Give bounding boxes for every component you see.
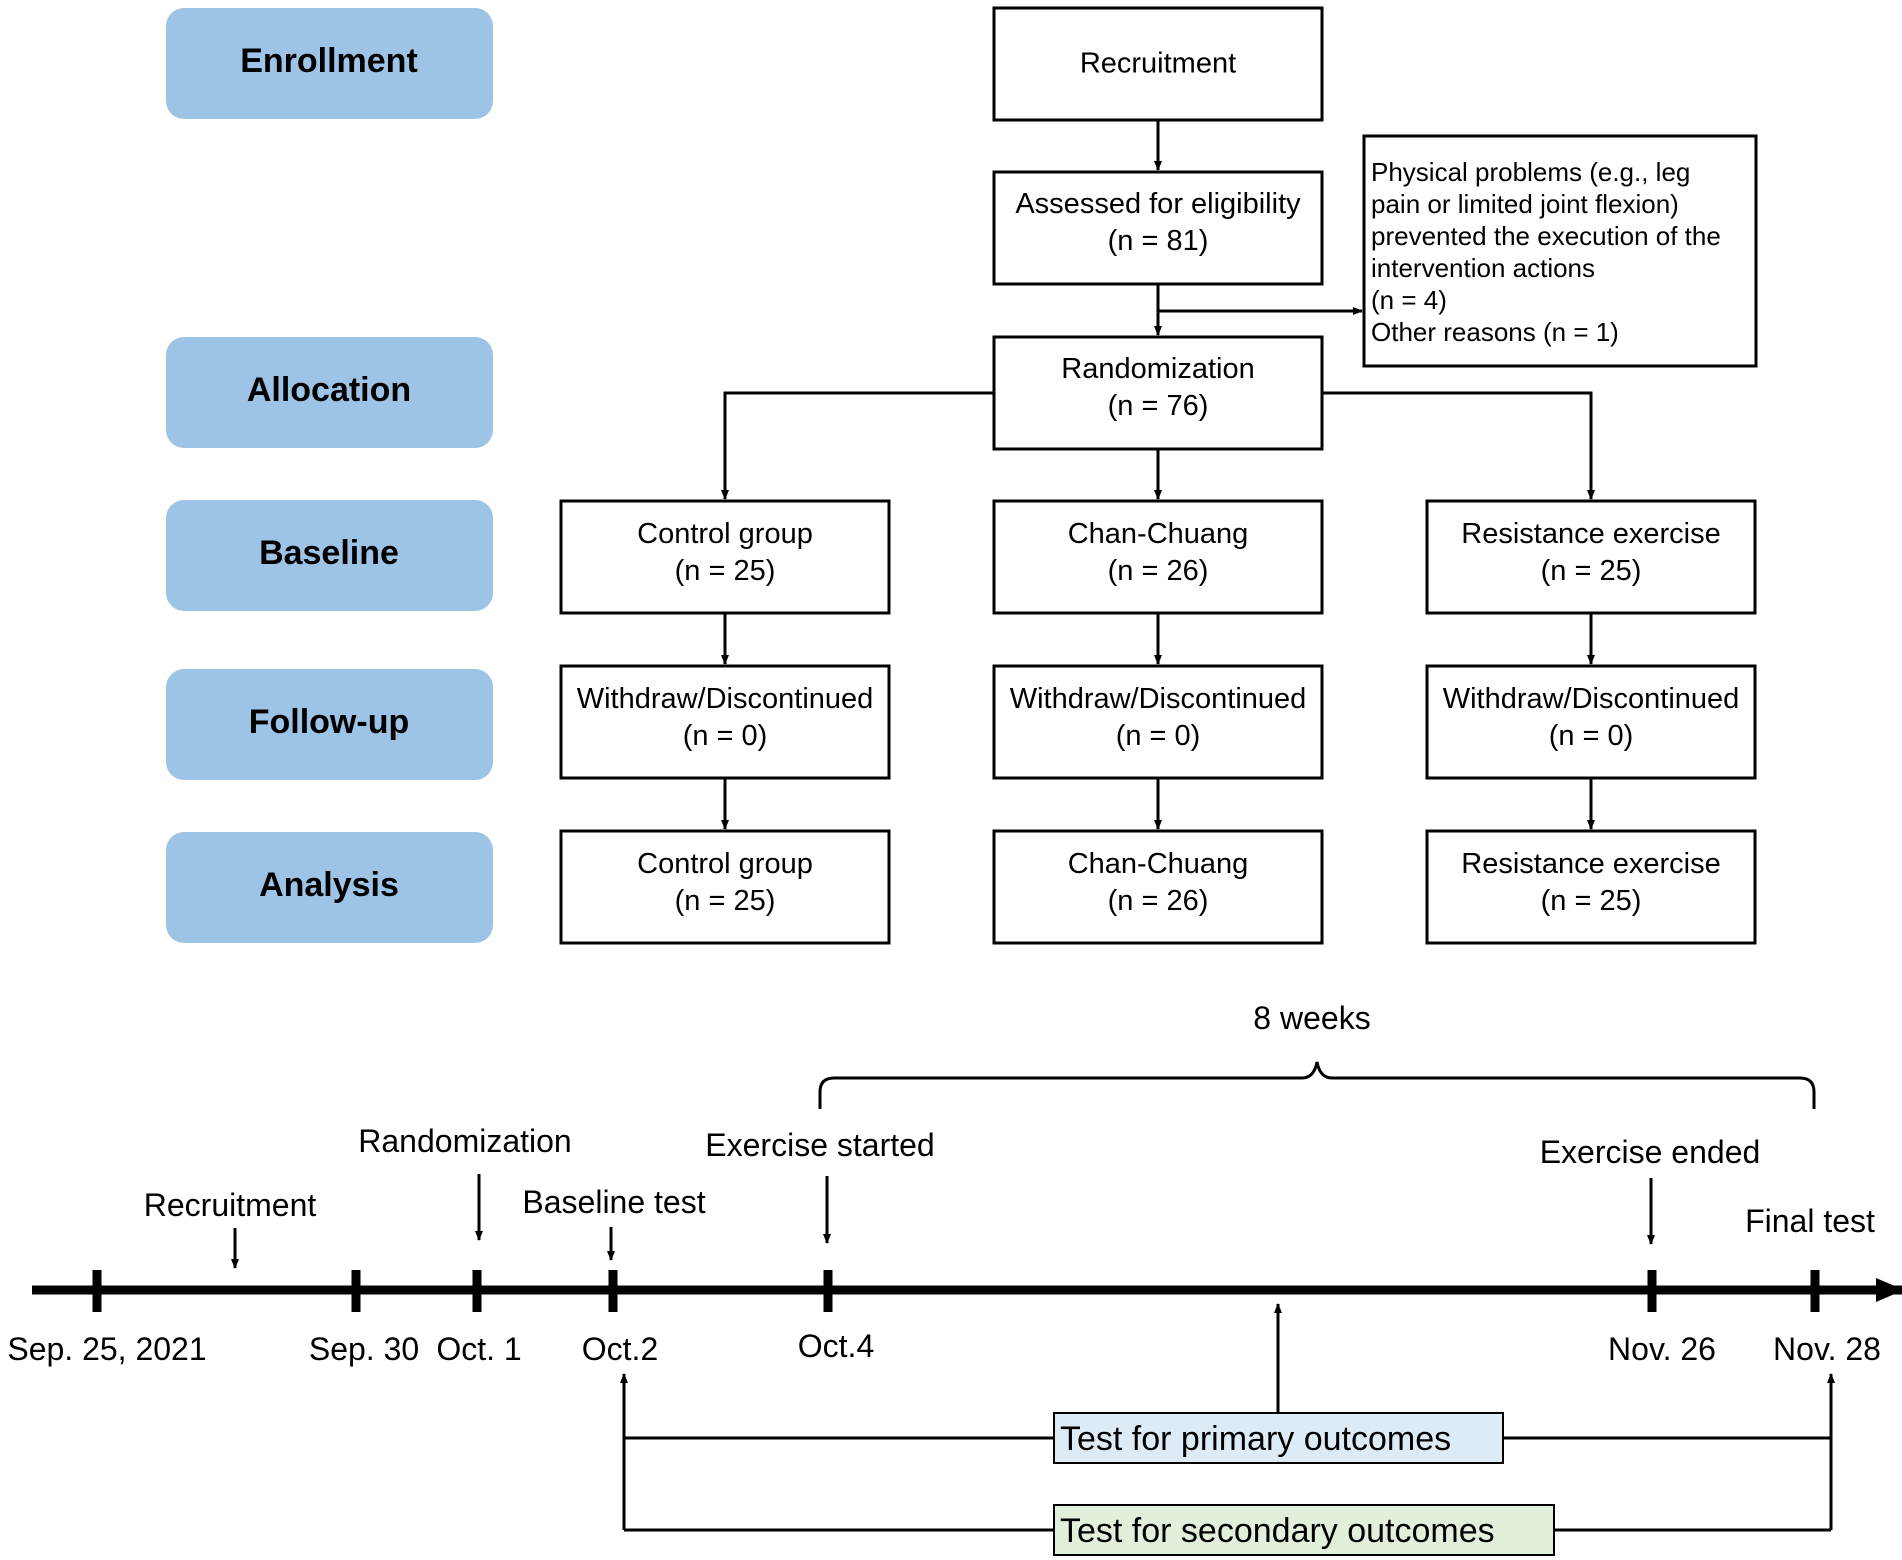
followup-chan-count: (n = 0) [1116, 720, 1201, 752]
analysis-control-box: Control group (n = 25) [559, 829, 891, 945]
analysis-chan-box: Chan-Chuang (n = 26) [992, 829, 1324, 945]
timeline-ticks [92, 1270, 1820, 1312]
stage-analysis: Analysis [166, 832, 493, 943]
stage-followup: Follow-up [166, 669, 493, 780]
outcome-connectors [620, 1303, 1835, 1532]
primary-outcomes-fill [1053, 1412, 1504, 1464]
randomization-count: (n = 76) [1108, 390, 1209, 422]
recruitment-box: Recruitment [992, 6, 1324, 122]
exclusion-line-6: Other reasons (n = 1) [1371, 317, 1619, 347]
date-sep25: Sep. 25, 2021 [7, 1331, 206, 1367]
date-oct4: Oct.4 [798, 1328, 874, 1364]
arrow-to-resistance [1322, 391, 1595, 500]
event-baseline-test: Baseline test [522, 1184, 705, 1220]
eligibility-box: Assessed for eligibility (n = 81) [992, 170, 1324, 286]
exclusion-box: Physical problems (e.g., leg pain or lim… [1362, 134, 1758, 368]
stage-enrollment: Enrollment [166, 8, 493, 119]
baseline-chan-box: Chan-Chuang (n = 26) [992, 499, 1324, 615]
stage-baseline-label: Baseline [259, 534, 399, 572]
followup-resistance-count: (n = 0) [1549, 720, 1634, 752]
date-oct2: Oct.2 [582, 1331, 658, 1367]
followup-chan-box: Withdraw/Discontinued (n = 0) [992, 664, 1324, 780]
followup-control-count: (n = 0) [683, 720, 768, 752]
baseline-resistance-count: (n = 25) [1541, 555, 1642, 587]
flow-connectors [721, 120, 1595, 830]
baseline-resistance-box: Resistance exercise (n = 25) [1425, 499, 1757, 615]
exclusion-line-4: intervention actions [1371, 253, 1595, 283]
baseline-control-label: Control group [637, 518, 813, 550]
baseline-control-count: (n = 25) [675, 555, 776, 587]
followup-control-box: Withdraw/Discontinued (n = 0) [559, 664, 891, 780]
analysis-control-label: Control group [637, 848, 813, 880]
arrow-to-control [721, 391, 994, 500]
analysis-resistance-box: Resistance exercise (n = 25) [1425, 829, 1757, 945]
randomization-label: Randomization [1061, 353, 1254, 385]
event-final-test: Final test [1745, 1203, 1875, 1239]
followup-chan-label: Withdraw/Discontinued [1010, 683, 1307, 715]
exclusion-line-1: Physical problems (e.g., leg [1371, 157, 1690, 187]
stage-allocation-label: Allocation [247, 371, 411, 409]
recruitment-label: Recruitment [1080, 48, 1236, 80]
analysis-resistance-count: (n = 25) [1541, 885, 1642, 917]
analysis-chan-count: (n = 26) [1108, 885, 1209, 917]
stage-allocation: Allocation [166, 337, 493, 448]
randomization-box: Randomization (n = 76) [992, 335, 1324, 451]
stage-analysis-label: Analysis [259, 866, 399, 904]
primary-outcomes-label: Test for primary outcomes [1060, 1420, 1451, 1458]
analysis-resistance-label: Resistance exercise [1461, 848, 1721, 880]
eligibility-count: (n = 81) [1108, 225, 1209, 257]
baseline-chan-count: (n = 26) [1108, 555, 1209, 587]
exclusion-line-2: pain or limited joint flexion) [1371, 189, 1679, 219]
stage-enrollment-label: Enrollment [240, 42, 418, 80]
followup-control-label: Withdraw/Discontinued [577, 683, 874, 715]
baseline-control-box: Control group (n = 25) [559, 499, 891, 615]
eligibility-label: Assessed for eligibility [1015, 188, 1301, 220]
stage-followup-label: Follow-up [249, 703, 410, 741]
analysis-chan-label: Chan-Chuang [1068, 848, 1249, 880]
stage-baseline: Baseline [166, 500, 493, 611]
event-exercise-ended: Exercise ended [1540, 1134, 1761, 1170]
baseline-chan-label: Chan-Chuang [1068, 518, 1249, 550]
date-sep30: Sep. 30 [309, 1331, 419, 1367]
exclusion-line-3: prevented the execution of the [1371, 221, 1721, 251]
event-exercise-started: Exercise started [705, 1127, 934, 1163]
primary-outcomes-box: Test for primary outcomes [1053, 1412, 1504, 1464]
followup-resistance-box: Withdraw/Discontinued (n = 0) [1425, 664, 1757, 780]
event-recruitment: Recruitment [144, 1187, 317, 1223]
duration-brace [818, 1061, 1816, 1109]
event-randomization: Randomization [358, 1123, 571, 1159]
secondary-outcomes-box: Test for secondary outcomes [1053, 1504, 1555, 1556]
date-nov28: Nov. 28 [1773, 1331, 1881, 1367]
followup-resistance-label: Withdraw/Discontinued [1443, 683, 1740, 715]
date-oct1: Oct. 1 [436, 1331, 521, 1367]
exclusion-line-5: (n = 4) [1371, 285, 1447, 315]
secondary-outcomes-label: Test for secondary outcomes [1060, 1512, 1495, 1550]
date-nov26: Nov. 26 [1608, 1331, 1716, 1367]
analysis-control-count: (n = 25) [675, 885, 776, 917]
duration-label: 8 weeks [1253, 1000, 1370, 1036]
baseline-resistance-label: Resistance exercise [1461, 518, 1721, 550]
secondary-outcomes-fill [1053, 1504, 1555, 1556]
